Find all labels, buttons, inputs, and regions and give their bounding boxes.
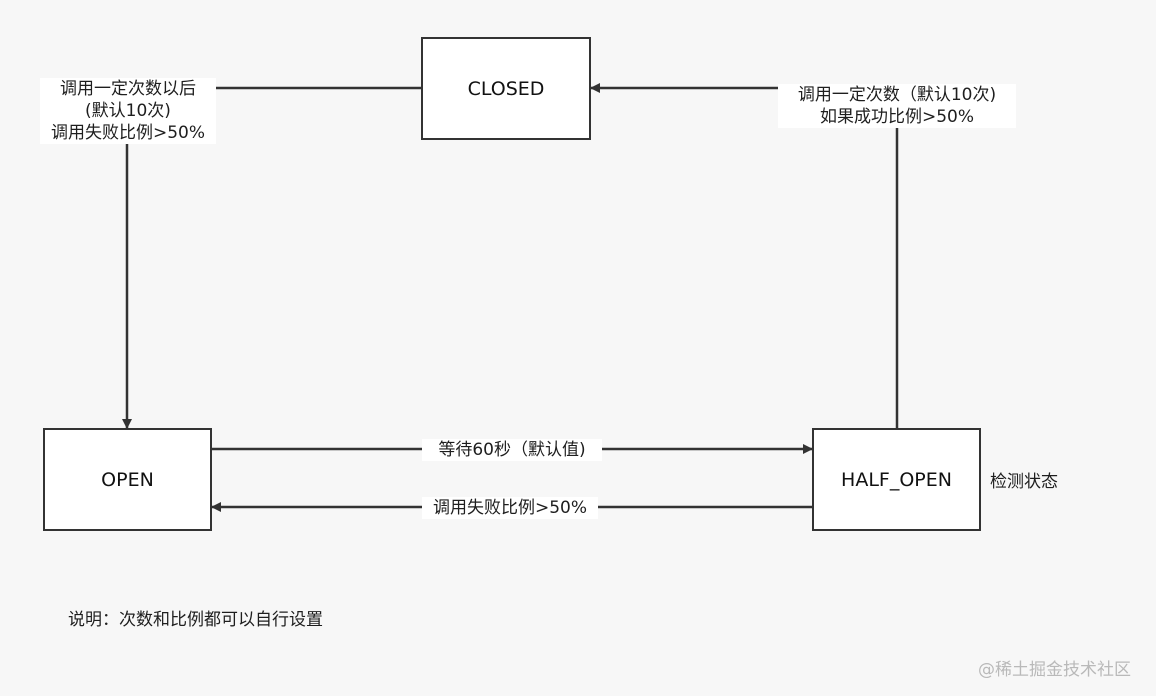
edge-label-line: 调用失败比例>50% (50, 123, 206, 143)
half-open-note: 检测状态 (990, 472, 1058, 492)
edge-label-line: 调用一定次数（默认10次) (797, 85, 997, 105)
node-open[interactable]: OPEN (43, 428, 212, 531)
edge-label-half-open-to-open: 调用失败比例>50% (422, 497, 598, 519)
node-closed[interactable]: CLOSED (421, 37, 591, 140)
edge-label-line: 调用一定次数以后 (60, 79, 196, 99)
edge-label-open-to-half-open: 等待60秒（默认值) (422, 439, 602, 461)
node-open-label: OPEN (101, 468, 154, 491)
node-closed-label: CLOSED (467, 77, 545, 100)
edge-label-line: 如果成功比例>50% (819, 107, 975, 127)
edge-label-line: (默认10次) (85, 101, 171, 121)
footnote: 说明：次数和比例都可以自行设置 (68, 610, 323, 630)
node-half-open[interactable]: HALF_OPEN (812, 428, 981, 531)
node-half-open-label: HALF_OPEN (841, 468, 952, 491)
watermark: @稀土掘金技术社区 (978, 660, 1131, 680)
edge-label-half-open-to-closed: 调用一定次数（默认10次) 如果成功比例>50% (778, 84, 1016, 128)
edge-label-closed-to-open: 调用一定次数以后 (默认10次) 调用失败比例>50% (40, 78, 216, 144)
edge-half-open-to-closed (590, 83, 899, 428)
